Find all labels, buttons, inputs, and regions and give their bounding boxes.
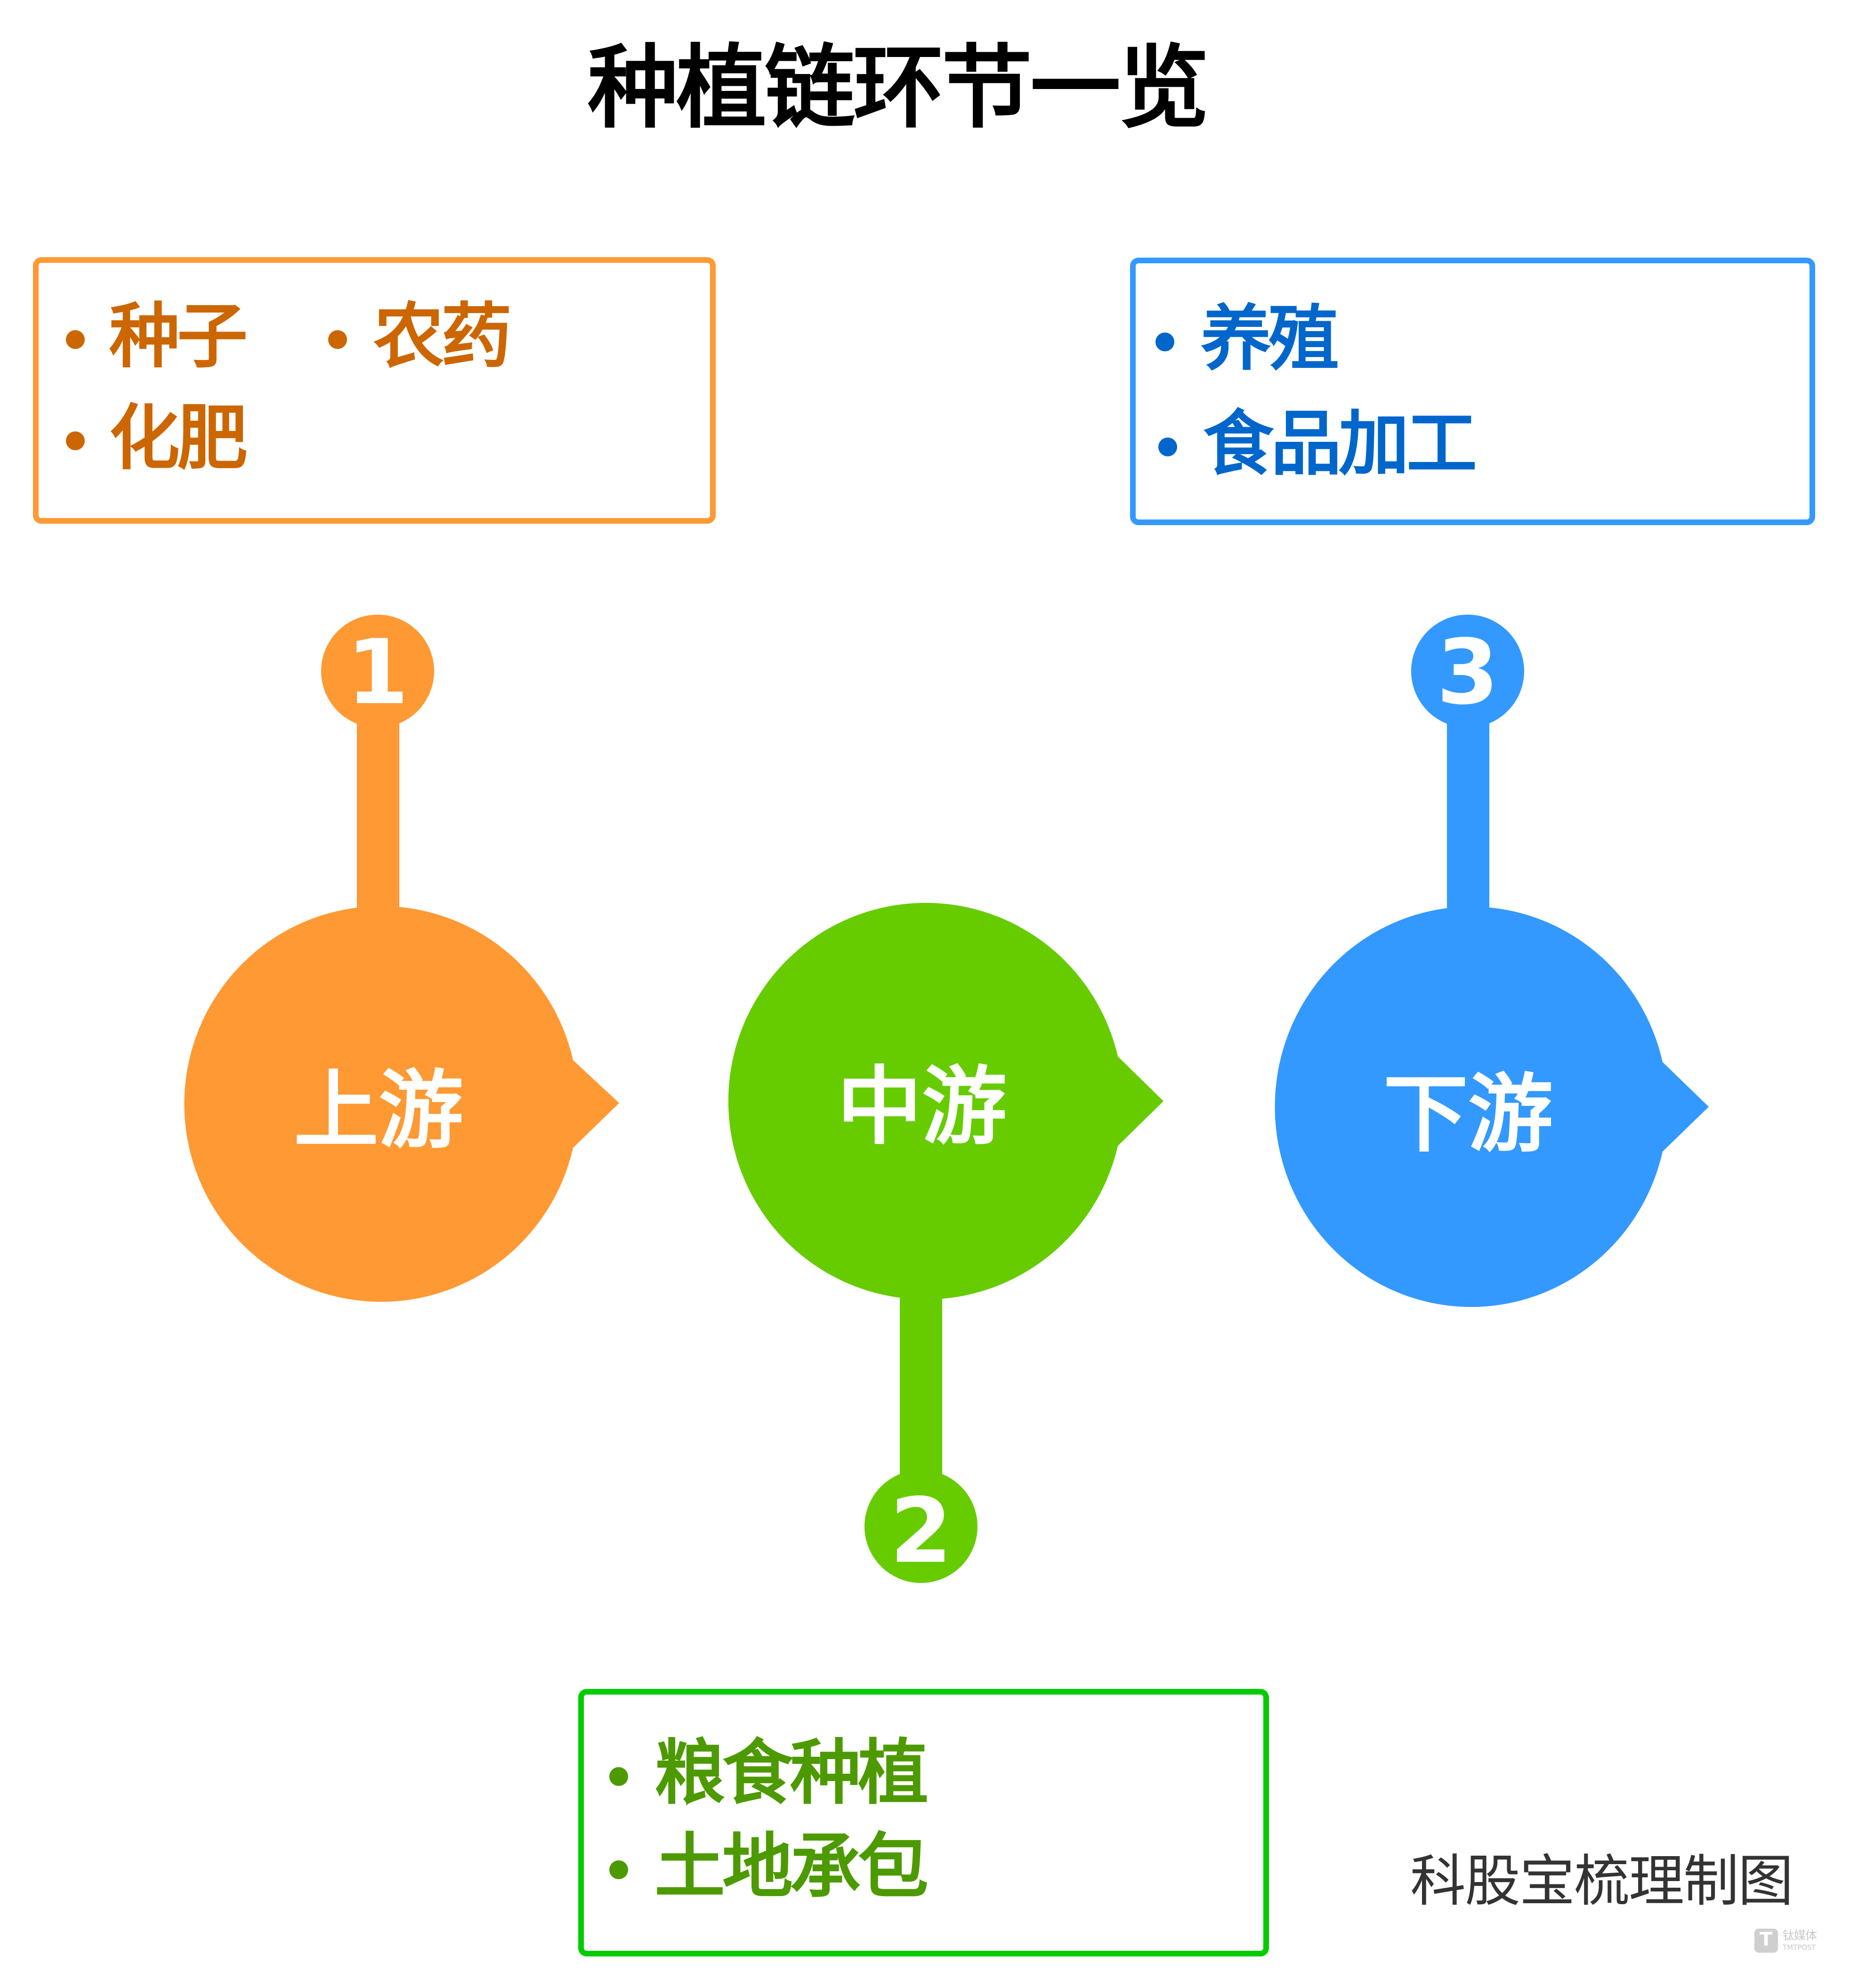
bullet-icon — [1155, 333, 1174, 351]
stage-downstream: 3 下游 — [1275, 615, 1709, 1307]
logo-glyph: T — [1760, 1929, 1773, 1950]
midstream-item: 粮食种植 — [654, 1732, 929, 1814]
upstream-item: 种子 — [109, 296, 248, 378]
bullet-icon — [609, 1860, 628, 1879]
page-title: 种植链环节一览 — [588, 36, 1209, 141]
upstream-items-box — [33, 257, 716, 524]
bullet-icon — [66, 431, 85, 450]
downstream-number-circle — [1411, 615, 1524, 728]
upstream-stem — [357, 697, 399, 923]
downstream-item: 食品加工 — [1203, 403, 1477, 485]
downstream-items-box — [1130, 258, 1815, 525]
bullet-icon — [66, 330, 85, 349]
midstream-bubble — [728, 902, 1163, 1300]
midstream-stem — [900, 1272, 942, 1498]
bullet-icon — [1158, 438, 1177, 456]
downstream-number: 3 — [1437, 620, 1499, 724]
midstream-number-circle — [864, 1470, 977, 1583]
tmtpost-logo-icon: T — [1754, 1929, 1778, 1953]
stage-upstream: 1 上游 — [184, 615, 619, 1302]
upstream-item: 农药 — [373, 296, 512, 378]
midstream-number: 2 — [890, 1479, 952, 1583]
credit-text: 科股宝梳理制图 — [1410, 1849, 1793, 1914]
watermark-name-cn: 钛媒体 — [1783, 1929, 1817, 1942]
upstream-label: 上游 — [294, 1062, 463, 1160]
downstream-label: 下游 — [1383, 1065, 1553, 1164]
downstream-stem — [1447, 697, 1489, 923]
watermark: T 钛媒体 TMTPOST — [1754, 1929, 1825, 1953]
upstream-item: 化肥 — [109, 398, 248, 479]
midstream-item: 土地承包 — [654, 1826, 929, 1908]
bullet-icon — [609, 1767, 628, 1786]
stage-midstream: 2 中游 — [728, 902, 1163, 1583]
midstream-items-box — [578, 1689, 1269, 1956]
bullet-icon — [328, 330, 347, 349]
downstream-item: 养殖 — [1201, 298, 1339, 380]
upstream-bubble — [184, 906, 619, 1302]
watermark-name-en: TMTPOST — [1783, 1943, 1816, 1952]
upstream-number: 1 — [347, 620, 409, 724]
upstream-number-circle — [321, 615, 434, 728]
downstream-bubble — [1275, 906, 1709, 1307]
midstream-label: 中游 — [837, 1058, 1007, 1156]
